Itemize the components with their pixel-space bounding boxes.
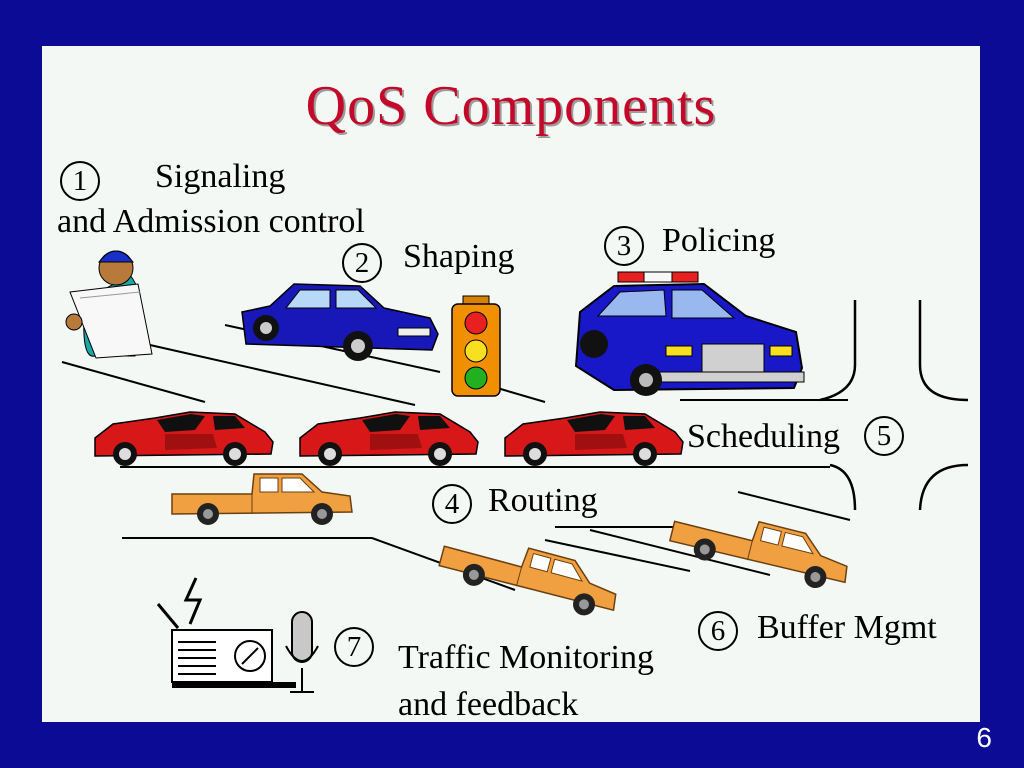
slide-canvas: QoS Components <box>42 46 980 722</box>
component-label-routing: Routing <box>488 482 598 519</box>
pickup-truck-icon <box>171 473 353 526</box>
red-car-icon <box>504 411 684 467</box>
police-car-icon <box>574 271 805 396</box>
component-label-shaping: Shaping <box>403 238 515 275</box>
person-reading-map-icon <box>65 250 153 359</box>
component-number-1: 1 <box>60 161 100 201</box>
component-number-6: 6 <box>698 611 738 651</box>
component-label-buffer-mgmt: Buffer Mgmt <box>757 609 937 646</box>
intersection-icon <box>819 300 969 511</box>
component-label-admission-control: and Admission control <box>57 203 365 240</box>
component-label-signaling: Signaling <box>155 158 286 195</box>
red-car-icon <box>94 411 274 467</box>
traffic-light-icon <box>451 295 501 397</box>
slide-title: QoS Components <box>305 75 717 137</box>
blue-car-icon <box>241 283 439 361</box>
component-number-5: 5 <box>864 416 904 456</box>
component-label-feedback: and feedback <box>398 686 579 723</box>
pickup-truck-icon <box>666 501 855 596</box>
page-number: 6 <box>976 722 992 753</box>
component-number-2: 2 <box>342 243 382 283</box>
component-number-7: 7 <box>334 627 374 667</box>
component-number-3: 3 <box>604 226 644 266</box>
red-car-icon <box>299 411 479 467</box>
component-label-policing: Policing <box>662 222 776 259</box>
component-label-scheduling: Scheduling <box>687 418 840 455</box>
component-number-4: 4 <box>432 484 472 524</box>
component-label-traffic-monitoring: Traffic Monitoring <box>398 639 654 676</box>
radio-microphone-icon <box>156 577 319 693</box>
pickup-truck-icon <box>435 526 625 624</box>
